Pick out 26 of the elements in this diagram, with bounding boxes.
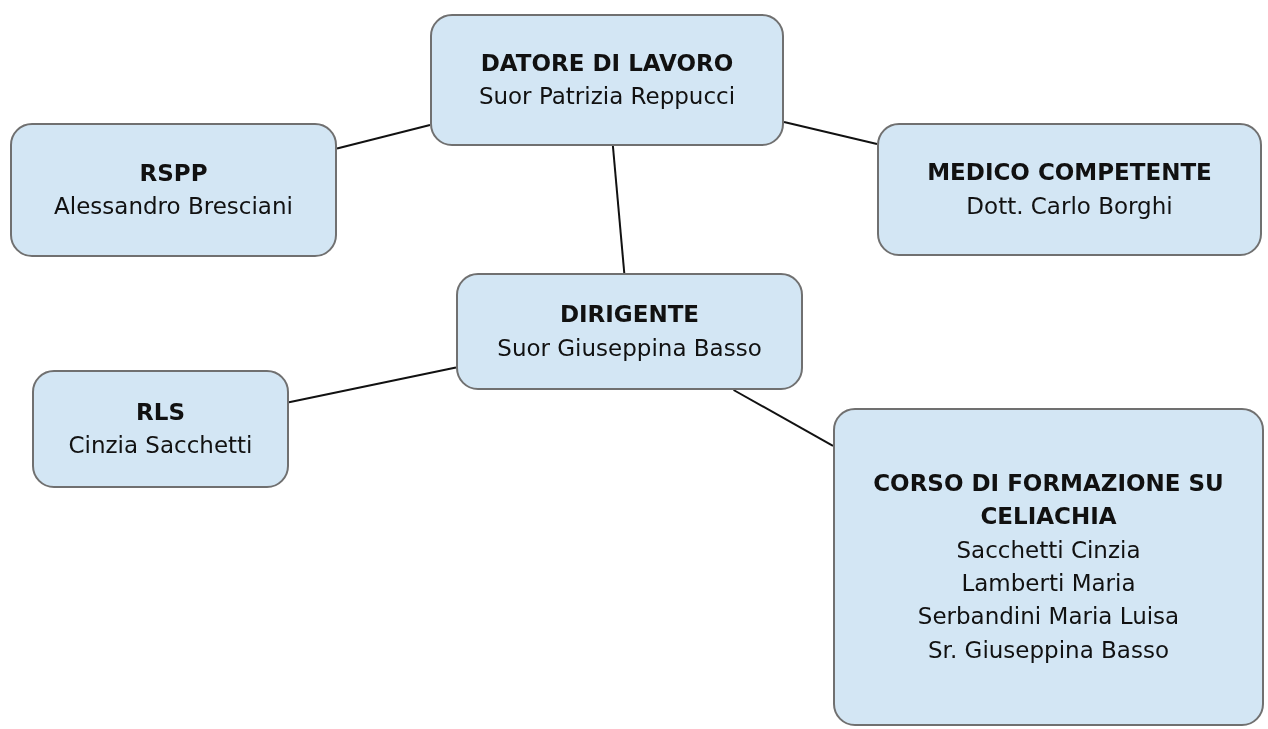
connector-line [288,366,457,404]
role-title: RSPP [139,158,208,188]
role-box [456,273,803,390]
role-title: DIRIGENTE [559,300,700,330]
person-name: Serbandini Maria Luisa [917,602,1180,632]
person-name: Suor Patrizia Reppucci [478,82,736,111]
role-title: RLS [136,397,185,427]
role-box [877,123,1262,256]
connector-line [783,120,878,145]
person-name: Sacchetti Cinzia [956,535,1141,565]
role-title: DATORE DI LAVORO [480,48,734,78]
person-name: Suor Giuseppina Basso [497,333,762,363]
connector-line [732,389,834,447]
role-box [833,408,1264,726]
person-name: Alessandro Bresciani [54,192,293,221]
role-box [32,370,289,488]
connector-line [611,145,626,274]
person-name: Lamberti Maria [961,569,1136,598]
person-name: Cinzia Sacchetti [68,431,253,460]
connector-line [336,123,431,150]
role-box [430,14,784,146]
role-box [10,123,337,257]
role-title: CORSO DI FORMAZIONE SU CELIACHIA [872,468,1225,532]
person-name: Dott. Carlo Borghi [966,191,1173,221]
person-name: Sr. Giuseppina Basso [928,635,1169,665]
role-title: MEDICO COMPETENTE [927,158,1212,188]
